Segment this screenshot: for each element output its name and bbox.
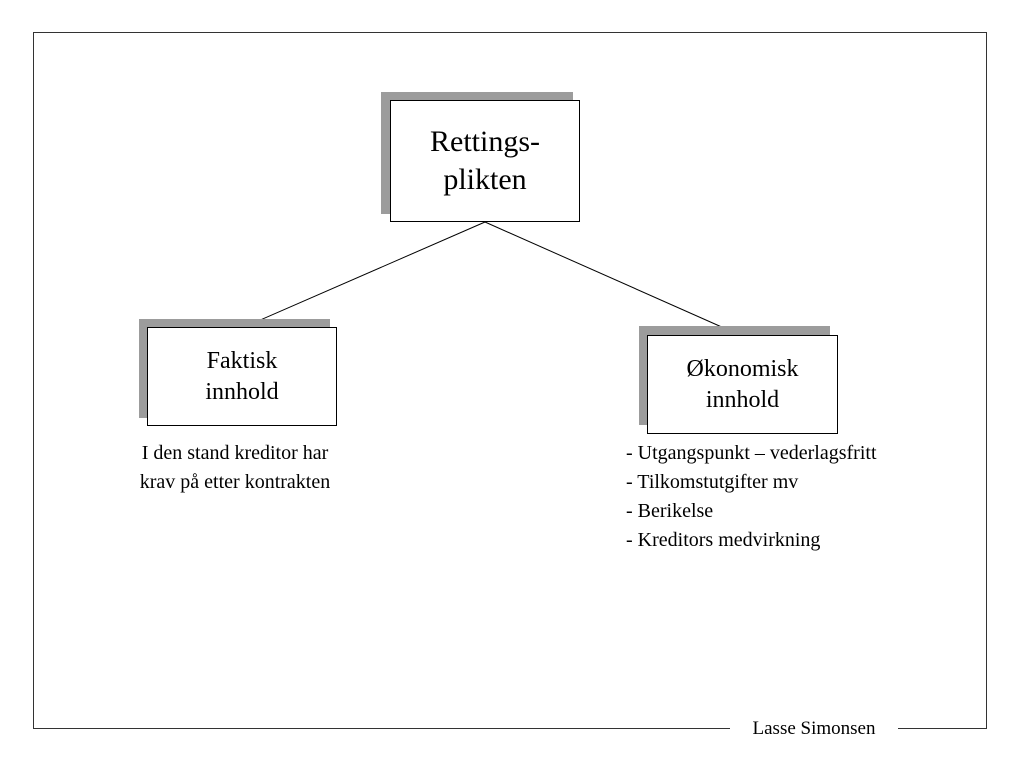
node-right-box: Økonomisk innhold [647,335,838,434]
node-right-line-2: innhold [705,386,780,413]
node-root-line-1: Rettings- [430,125,540,158]
node-right-line-1: Økonomisk [686,355,799,382]
connector-root-left [241,221,486,329]
right-list-item: - Kreditors medvirkning [626,529,821,551]
node-left-box: Faktisk innhold [147,327,337,426]
right-list-item: - Utgangspunkt – vederlagsfritt [626,442,877,464]
slide-frame [33,32,987,729]
left-description-line-1: I den stand kreditor har [141,442,329,464]
left-description: I den stand kreditor har krav på etter k… [110,439,360,497]
node-left-line-1: Faktisk [206,347,278,374]
left-description-line-2: krav på etter kontrakten [139,471,331,493]
right-item-list: - Utgangspunkt – vederlagsfritt - Tilkom… [626,439,877,555]
footer-author: Lasse Simonsen [752,718,876,739]
right-list-item: - Tilkomstutgifter mv [626,471,799,493]
node-left-line-2: innhold [205,378,279,405]
node-root-box: Rettings- plikten [390,100,580,222]
node-root-line-2: plikten [443,163,527,196]
connector-root-right [484,221,743,337]
right-list-item: - Berikelse [626,500,714,522]
footer-gap [730,720,898,740]
